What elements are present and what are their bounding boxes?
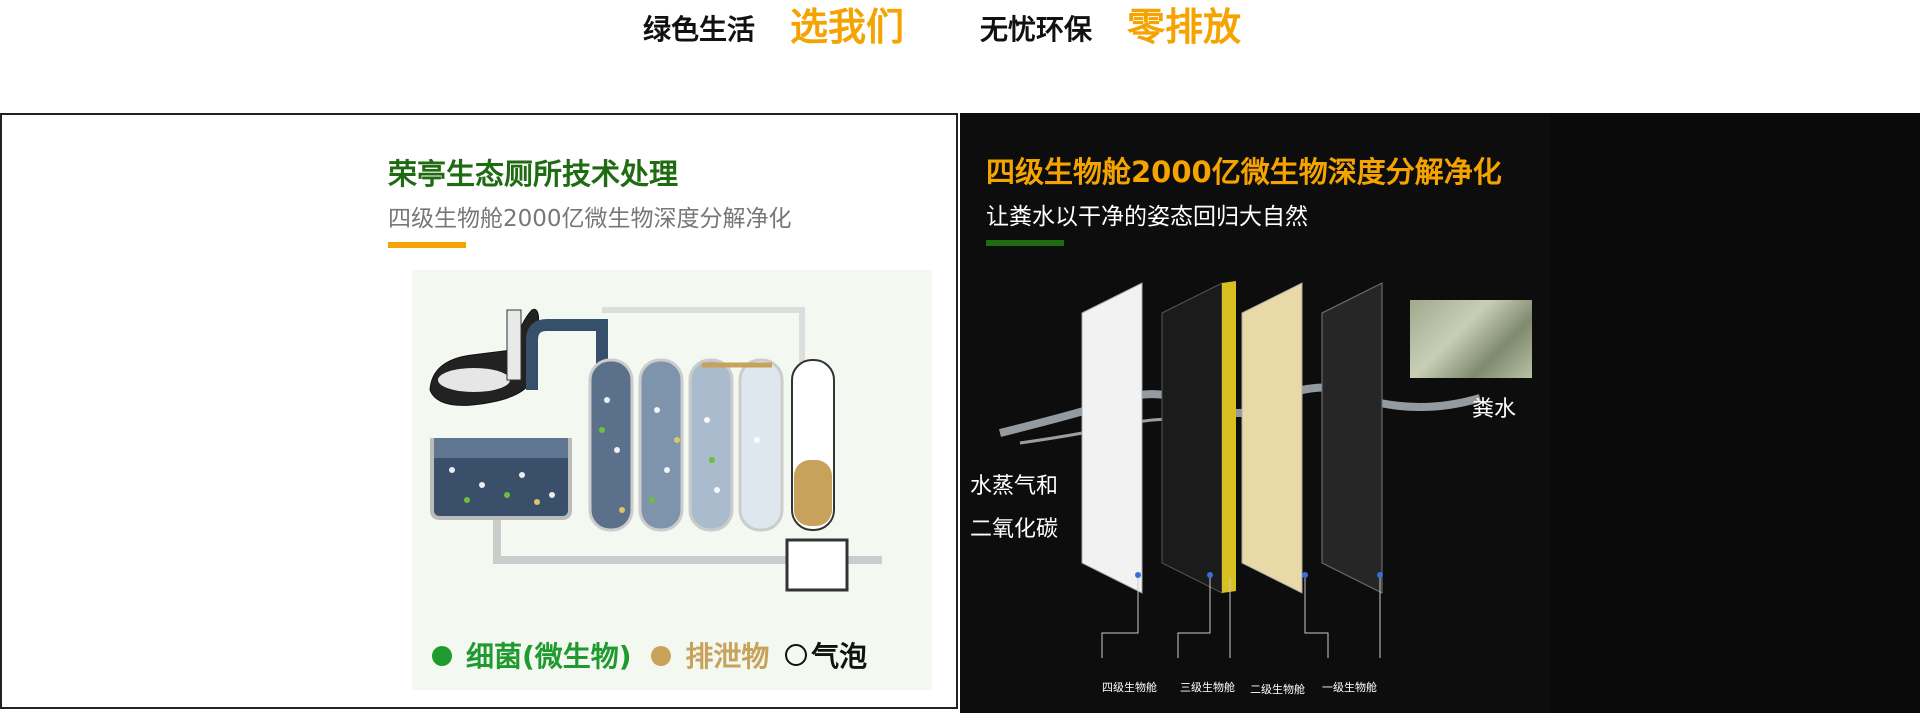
left-accent-bar bbox=[388, 242, 466, 248]
legend-bacteria-label: 细菌(微生物) bbox=[466, 640, 632, 673]
right-panel-shade bbox=[1550, 113, 1920, 713]
stage-label-4: 四级生物舱 bbox=[1102, 681, 1157, 694]
input-label: 粪水 bbox=[1472, 397, 1517, 422]
filter-1 bbox=[1321, 282, 1383, 594]
stage-label-3: 三级生物舱 bbox=[1180, 681, 1235, 694]
bio-tank-1 bbox=[588, 358, 634, 532]
legend-bacteria-dot-icon bbox=[432, 646, 452, 666]
filter-3 bbox=[1161, 281, 1236, 594]
legend-waste-dot-icon bbox=[651, 646, 672, 666]
right-title: 四级生物舱2000亿微生物深度分解净化 bbox=[986, 155, 1502, 189]
bio-tank-3 bbox=[688, 358, 734, 532]
filter-4 bbox=[1081, 282, 1143, 594]
left-panel: 荣亭生态厕所技术处理 四级生物舱2000亿微生物深度分解净化 bbox=[0, 113, 958, 709]
output-tank bbox=[791, 359, 835, 531]
left-subtitle: 四级生物舱2000亿微生物深度分解净化 bbox=[388, 206, 792, 232]
toilet-process-diagram bbox=[412, 270, 932, 690]
slogan-part-2: 选我们 bbox=[790, 5, 905, 49]
legend-bubble-label: 气泡 bbox=[811, 640, 868, 673]
output-label-line-2: 二氧化碳 bbox=[970, 517, 1059, 542]
bio-tank-2 bbox=[638, 358, 684, 532]
slogan-part-4: 零排放 bbox=[1127, 5, 1242, 49]
right-panel: 四级生物舱2000亿微生物深度分解净化 让粪水以干净的姿态回归大自然 bbox=[960, 113, 1920, 713]
sewage-sample-image bbox=[1410, 300, 1532, 378]
left-title: 荣亭生态厕所技术处理 bbox=[388, 157, 679, 191]
bio-tank-4 bbox=[738, 358, 784, 532]
stage-label-1: 一级生物舱 bbox=[1322, 681, 1377, 694]
stage-label-2: 二级生物舱 bbox=[1250, 683, 1305, 696]
right-subtitle: 让粪水以干净的姿态回归大自然 bbox=[986, 204, 1308, 230]
output-label-line-1: 水蒸气和 bbox=[970, 474, 1059, 499]
bio-chamber-diagram bbox=[999, 281, 1482, 658]
slogan-banner: 绿色生活 选我们 无忧环保 零排放 bbox=[0, 0, 1920, 70]
right-accent-bar bbox=[986, 240, 1064, 246]
toilet-icon bbox=[429, 308, 540, 406]
diagram-legend: 细菌(微生物) 排泄物 气泡 bbox=[432, 635, 867, 675]
legend-waste-label: 排泄物 bbox=[685, 640, 770, 673]
legend-bubble-dot-icon bbox=[785, 644, 808, 666]
slogan-part-3: 无忧环保 bbox=[980, 13, 1093, 46]
slogan-part-1: 绿色生活 bbox=[643, 13, 756, 46]
filter-2 bbox=[1241, 282, 1303, 594]
